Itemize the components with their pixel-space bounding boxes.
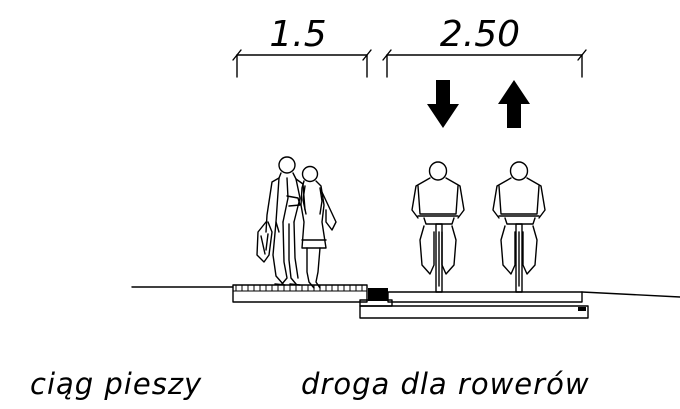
dimension-footpath: 1.5 (232, 14, 372, 78)
footpath-width-label: 1.5 (269, 14, 326, 55)
bikeway-width-label: 2.50 (440, 14, 520, 55)
pedestrians-icon (256, 156, 337, 289)
cyclist-icon (411, 161, 465, 293)
arrow-up-icon (498, 80, 530, 128)
ground-section (131, 284, 680, 319)
arrow-down-icon (427, 80, 459, 128)
cyclist-icon (492, 161, 546, 293)
dimension-bikeway: 2.50 (382, 14, 587, 78)
footpath-caption: ciąg pieszy (30, 367, 202, 401)
bikeway-caption: droga dla rowerów (301, 367, 590, 401)
